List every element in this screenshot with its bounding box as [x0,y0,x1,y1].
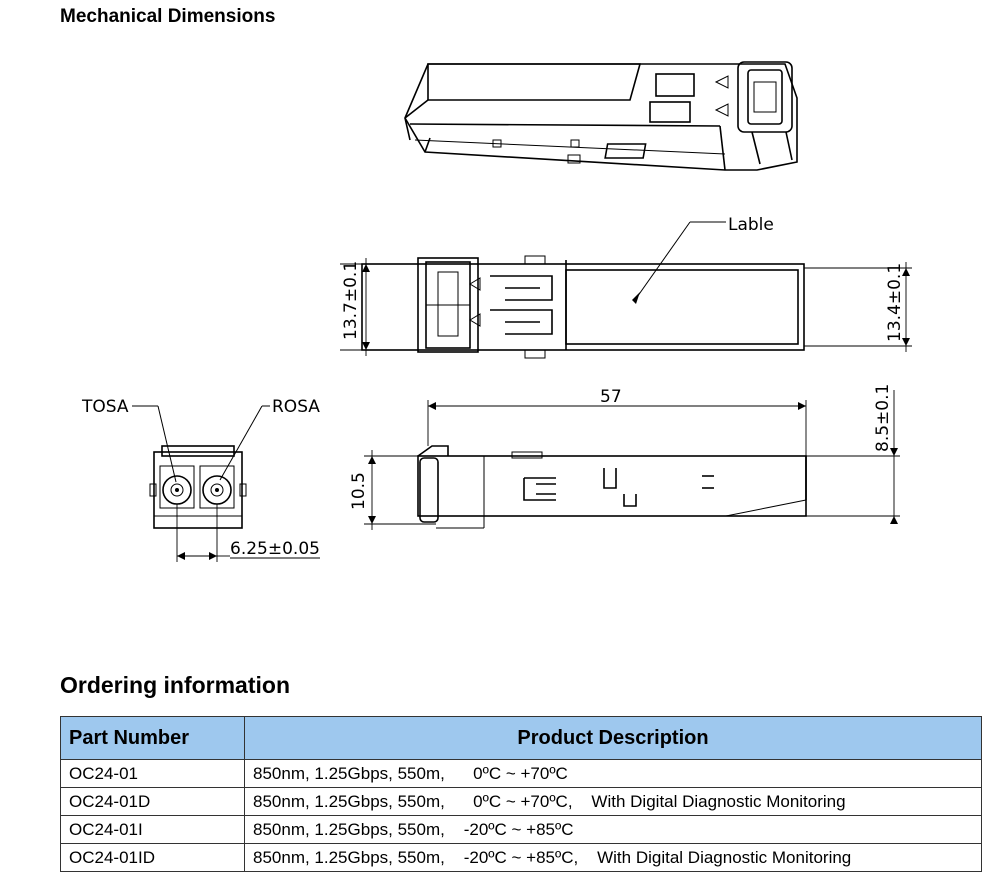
front-view: TOSA ROSA 6.25±0.05 [81,397,320,562]
part-number-cell: OC24-01D [60,787,245,816]
description-cell: 850nm, 1.25Gbps, 550m, 0ºC ~ +70ºC, With… [244,787,982,816]
side-view: 57 8.5±0.1 10.5 [349,384,900,530]
part-number-cell: OC24-01ID [60,843,245,872]
table-row: OC24-01ID 850nm, 1.25Gbps, 550m, -20ºC ~… [60,843,982,872]
product-description-header: Product Description [244,716,982,760]
part-number-header: Part Number [60,716,245,760]
rosa-label: ROSA [272,397,320,417]
height-left-dimension: 10.5 [349,472,369,510]
part-number-cell: OC24-01 [60,759,245,788]
mechanical-dimensions-title: Mechanical Dimensions [60,6,276,27]
ordering-information-title: Ordering information [60,672,290,698]
table-row: OC24-01D 850nm, 1.25Gbps, 550m, 0ºC ~ +7… [60,787,982,816]
width-right-dimension: 13.4±0.1 [885,263,905,342]
pitch-dimension: 6.25±0.05 [230,539,320,559]
table-row: OC24-01 850nm, 1.25Gbps, 550m, 0ºC ~ +70… [60,759,982,788]
ordering-table: Part Number Product Description OC24-01 … [60,716,982,872]
isometric-view [404,61,798,171]
description-cell: 850nm, 1.25Gbps, 550m, -20ºC ~ +85ºC, Wi… [244,843,982,872]
length-dimension: 57 [600,387,622,407]
table-header-row: Part Number Product Description [60,716,982,760]
top-view: Lable 13.7±0.1 13.4±0.1 [340,215,912,359]
label-callout-text: Lable [728,215,774,235]
height-right-dimension: 8.5±0.1 [873,384,893,452]
tosa-label: TOSA [81,397,129,417]
description-cell: 850nm, 1.25Gbps, 550m, 0ºC ~ +70ºC [244,759,982,788]
table-row: OC24-01I 850nm, 1.25Gbps, 550m, -20ºC ~ … [60,815,982,844]
width-left-dimension: 13.7±0.1 [341,261,361,340]
part-number-cell: OC24-01I [60,815,245,844]
mechanical-drawing: Lable 13.7±0.1 13.4±0.1 [81,61,912,562]
description-cell: 850nm, 1.25Gbps, 550m, -20ºC ~ +85ºC [244,815,982,844]
